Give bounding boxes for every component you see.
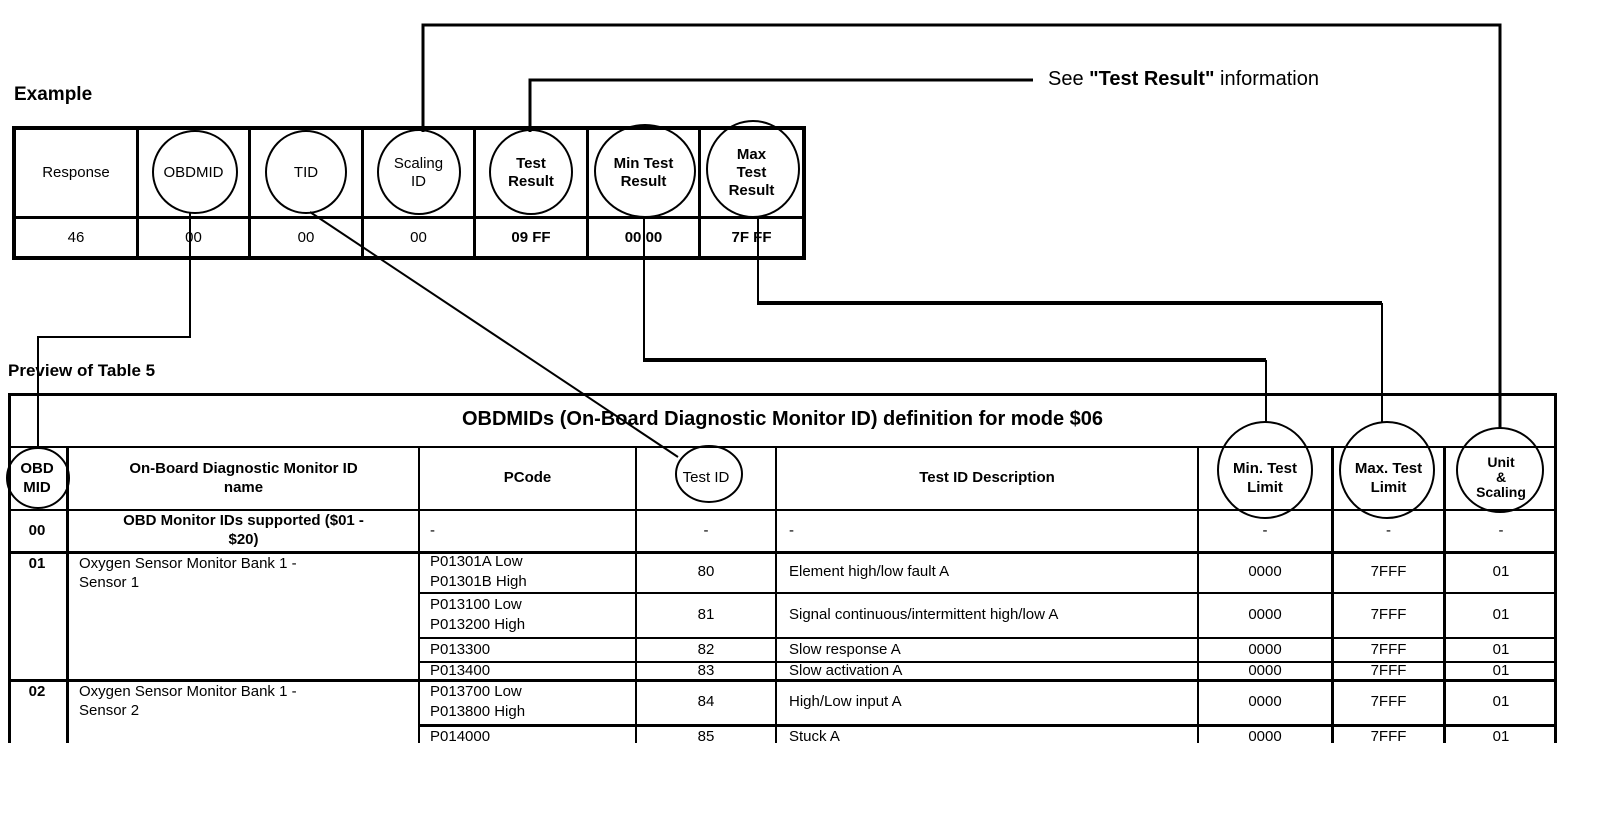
t5-header-min-test-limit: Min. Test Limit xyxy=(1233,459,1297,496)
t5-row01-mid: 01 xyxy=(28,555,46,572)
t5-header-monitor-id-name: On-Board Diagnostic Monitor ID name xyxy=(129,459,358,496)
t5-row00-bottom-border xyxy=(8,551,1557,554)
t5-row01b-pcode: P013100 Low P013200 High xyxy=(430,595,526,633)
t5-row02b-desc: Stuck A xyxy=(789,728,840,743)
t5-row02b-unit: 01 xyxy=(1492,728,1510,743)
see-note-prefix: See xyxy=(1048,68,1090,90)
t5-header-unit-scaling: Unit & Scaling xyxy=(1476,454,1526,500)
t5-row02a-unit: 01 xyxy=(1492,693,1510,710)
t5-row02a-min: 0000 xyxy=(1248,693,1282,710)
t5-divider-name-pcode xyxy=(418,446,420,743)
example-header-scaling-id: Scaling ID xyxy=(364,130,476,216)
t5-row02a-pcode: P013700 Low P013800 High xyxy=(430,682,526,720)
see-note-bold-text: "Test Result" xyxy=(1089,68,1215,90)
t5-header-test-id: Test ID xyxy=(682,469,730,486)
t5-row01-bottom-border xyxy=(8,679,1557,682)
see-test-result-note: See "Test Result" information xyxy=(1048,67,1319,92)
t5-subrow-border-4 xyxy=(418,724,1557,727)
t5-row01b-testid: 81 xyxy=(697,606,715,623)
t5-row00-min: - xyxy=(1262,521,1268,539)
t5-row01c-unit: 01 xyxy=(1492,640,1510,658)
t5-subrow-border-1 xyxy=(418,592,1557,594)
t5-row00-desc: - xyxy=(789,521,794,539)
t5-row01a-testid: 80 xyxy=(697,563,715,580)
example-header-max-test-result: Max Test Result xyxy=(728,146,775,199)
example-header-tid: TID xyxy=(251,130,364,216)
t5-header-test-id-description: Test ID Description xyxy=(919,469,1055,486)
t5-row02-name: Oxygen Sensor Monitor Bank 1 - Sensor 2 xyxy=(79,683,297,719)
t5-row01c-testid: 82 xyxy=(697,640,715,658)
see-note-suffix: information xyxy=(1214,68,1319,90)
example-value-obdmid: 00 xyxy=(139,216,251,256)
t5-divider-max-unit xyxy=(1443,446,1446,743)
t5-row01d-pcode: P013400 xyxy=(430,661,491,679)
t5-row01d-desc: Slow activation A xyxy=(789,661,903,679)
t5-title-bottom-border xyxy=(8,446,1557,448)
t5-header-bottom-border xyxy=(8,509,1557,511)
t5-header-max-test-limit: Max. Test Limit xyxy=(1354,459,1423,496)
t5-border-right xyxy=(1554,393,1557,743)
table5-obdmid-definition: OBDMIDs (On-Board Diagnostic Monitor ID)… xyxy=(8,393,1557,743)
t5-divider-min-max xyxy=(1331,446,1334,743)
example-header-test-result: Test Result xyxy=(476,130,589,216)
t5-row01b-unit: 01 xyxy=(1492,606,1510,623)
t5-row01d-unit: 01 xyxy=(1492,661,1510,679)
t5-row01d-max: 7FFF xyxy=(1370,661,1407,679)
t5-row01b-min: 0000 xyxy=(1248,606,1282,623)
t5-row00-pcode: - xyxy=(430,521,435,539)
t5-row01a-max: 7FFF xyxy=(1370,563,1407,580)
t5-row01d-testid: 83 xyxy=(697,661,715,679)
t5-row00-unit: - xyxy=(1498,521,1504,539)
example-value-response: 46 xyxy=(16,216,139,256)
t5-row01-name: Oxygen Sensor Monitor Bank 1 - Sensor 1 xyxy=(79,555,297,591)
example-header-min-test-result: Min Test Result xyxy=(589,130,701,216)
t5-row01c-desc: Slow response A xyxy=(789,640,901,658)
t5-subrow-border-3 xyxy=(418,661,1557,663)
t5-row02a-testid: 84 xyxy=(697,693,715,710)
t5-divider-mid-name xyxy=(66,446,69,743)
t5-row01a-desc: Element high/low fault A xyxy=(789,563,950,580)
example-value-max-test-result: 7F FF xyxy=(701,216,802,256)
example-value-scaling-id: 00 xyxy=(364,216,476,256)
connector-test-result-to-note xyxy=(528,78,1033,132)
t5-row01a-unit: 01 xyxy=(1492,563,1510,580)
t5-row02b-min: 0000 xyxy=(1248,728,1282,743)
table5-title: OBDMIDs (On-Board Diagnostic Monitor ID)… xyxy=(461,408,1104,430)
t5-row00-max: - xyxy=(1386,521,1391,539)
t5-row01a-min: 0000 xyxy=(1248,563,1282,580)
t5-row00-mid: 00 xyxy=(28,521,46,539)
t5-row01b-desc: Signal continuous/intermittent high/low … xyxy=(789,606,1059,623)
t5-border-left xyxy=(8,393,11,743)
example-response-table: Response OBDMID TID Scaling ID Test Resu… xyxy=(12,126,806,260)
example-value-tid: 00 xyxy=(251,216,364,256)
t5-row00-testid: - xyxy=(703,521,709,539)
example-header-obdmid: OBDMID xyxy=(139,130,251,216)
t5-row02-mid: 02 xyxy=(28,683,46,700)
t5-header-pcode: PCode xyxy=(503,469,552,486)
t5-row00-name: OBD Monitor IDs supported ($01 - $20) xyxy=(123,512,364,548)
t5-row01c-pcode: P013300 xyxy=(430,640,491,658)
example-header-response: Response xyxy=(16,130,139,216)
t5-row02a-max: 7FFF xyxy=(1370,693,1407,710)
t5-row01a-pcode: P01301A Low P01301B High xyxy=(430,552,527,590)
t5-row01b-max: 7FFF xyxy=(1370,606,1407,623)
t5-row01c-min: 0000 xyxy=(1248,640,1282,658)
t5-subrow-border-2 xyxy=(418,637,1557,639)
example-heading: Example xyxy=(14,84,93,105)
preview-of-table5-heading: Preview of Table 5 xyxy=(8,361,156,380)
t5-divider-testid-desc xyxy=(775,446,777,743)
example-value-test-result: 09 FF xyxy=(476,216,589,256)
t5-row02a-desc: High/Low input A xyxy=(789,693,902,710)
t5-row01c-max: 7FFF xyxy=(1370,640,1407,658)
t5-row01d-min: 0000 xyxy=(1248,661,1282,679)
t5-row02b-pcode: P014000 xyxy=(430,728,491,743)
t5-divider-pcode-testid xyxy=(635,446,637,743)
example-value-min-test-result: 00 00 xyxy=(589,216,701,256)
t5-row02b-testid: 85 xyxy=(697,728,715,743)
t5-header-obd-mid: OBD MID xyxy=(20,459,54,496)
t5-row02b-max: 7FFF xyxy=(1370,728,1407,743)
t5-divider-desc-min xyxy=(1197,446,1199,743)
